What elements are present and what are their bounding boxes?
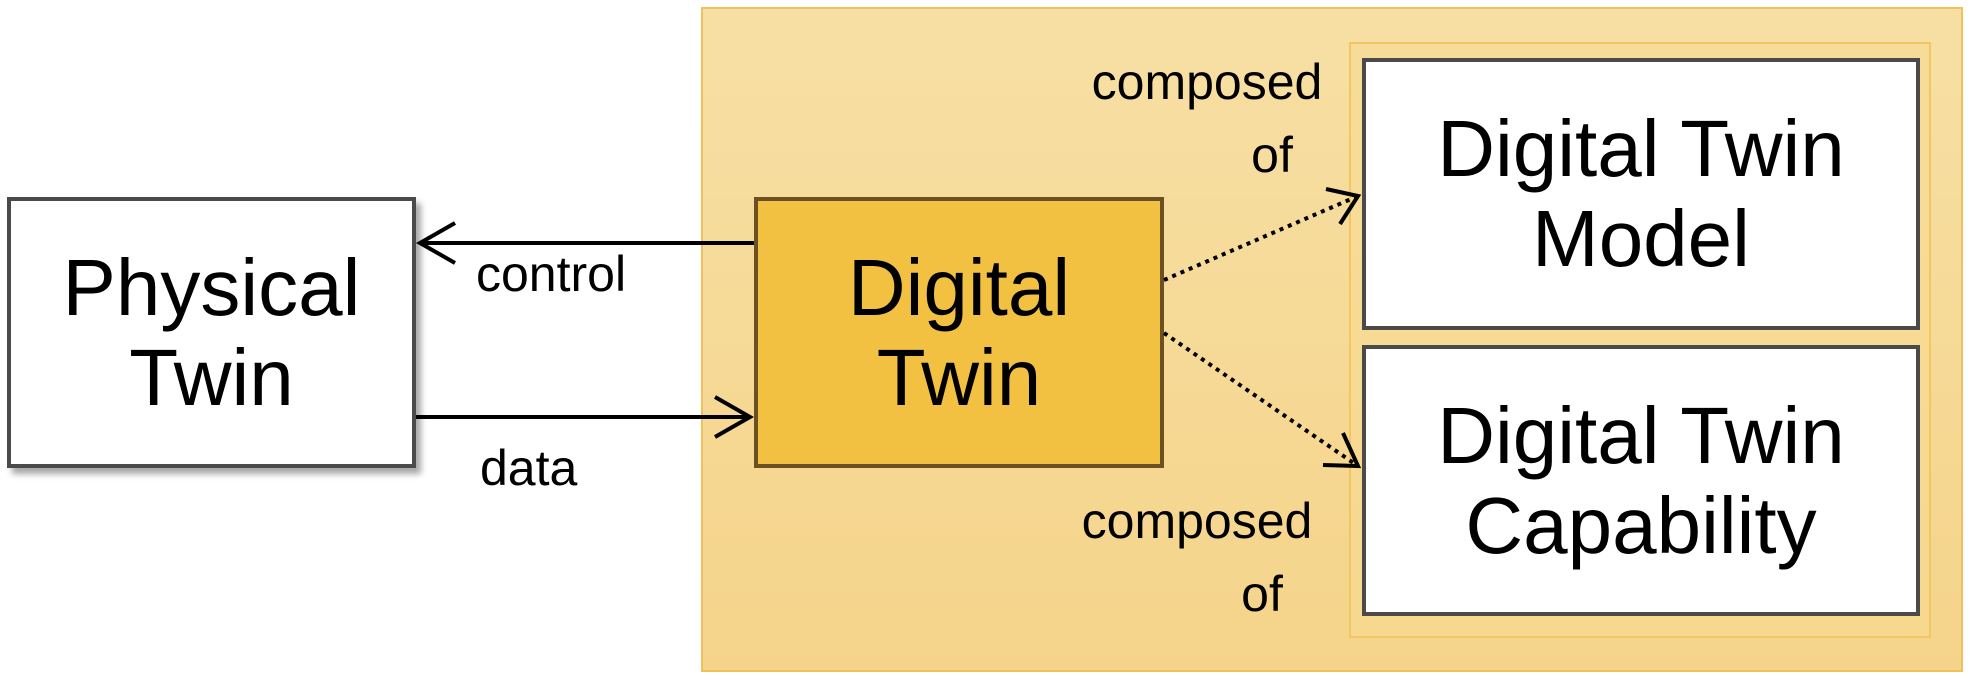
composed-model-arrow-line — [1163, 194, 1359, 282]
digital-twin-model-node: Digital Twin Model — [1362, 58, 1920, 330]
composed-of-model-line1: composed — [1091, 54, 1323, 110]
composed-of-capability-line2: of — [1241, 565, 1283, 622]
control-arrowhead — [415, 221, 456, 265]
digital-twin-model-label-line1: Digital Twin — [1437, 104, 1845, 194]
composed-of-model-label: composed of — [1072, 46, 1342, 191]
digital-twin-label-line1: Digital — [847, 242, 1071, 332]
composed-capability-arrow-line — [1162, 331, 1360, 468]
digital-twin-capability-label-line2: Capability — [1465, 480, 1817, 570]
physical-twin-label-line1: Physical — [62, 242, 361, 332]
data-arrowhead — [714, 395, 755, 439]
composed-capability-arrowhead — [1322, 432, 1362, 469]
data-edge-label: data — [480, 440, 578, 496]
control-edge-label: control — [476, 246, 627, 302]
digital-twin-label-line2: Twin — [876, 332, 1042, 422]
composed-of-capability-line1: composed — [1081, 493, 1313, 549]
digital-twin-capability-label-line1: Digital Twin — [1437, 390, 1845, 480]
physical-twin-node: Physical Twin — [7, 197, 416, 468]
composed-of-capability-label: composed of — [1062, 485, 1332, 630]
digital-twin-model-label-line2: Model — [1532, 194, 1750, 283]
digital-twin-capability-node: Digital Twin Capability — [1362, 345, 1920, 616]
composed-model-arrowhead — [1325, 187, 1362, 226]
composed-of-model-line2: of — [1251, 126, 1293, 183]
physical-twin-label-line2: Twin — [129, 332, 294, 422]
digital-twin-node: Digital Twin — [754, 197, 1164, 468]
